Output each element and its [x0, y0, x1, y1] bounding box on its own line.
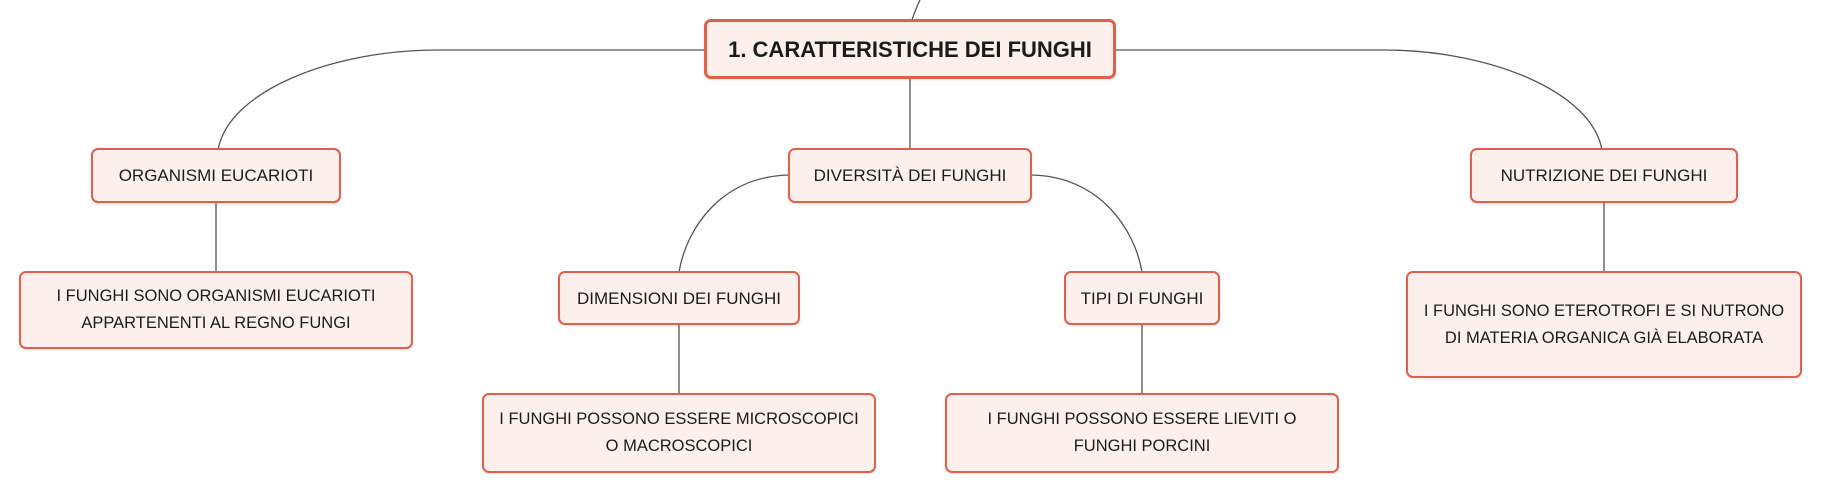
topic-dimensioni-funghi[interactable]: DIMENSIONI DEI FUNGHI: [558, 271, 800, 325]
topic-organismi-eucarioti[interactable]: ORGANISMI EUCARIOTI: [91, 148, 341, 203]
detail-tipi-funghi[interactable]: I FUNGHI POSSONO ESSERE LIEVITI O FUNGHI…: [945, 393, 1339, 473]
connector-diversita-tipi: [1030, 174, 1143, 273]
topic-tipi-funghi-label: TIPI DI FUNGHI: [1080, 288, 1204, 308]
connector-root-incoming: [911, 0, 921, 21]
topic-diversita-funghi[interactable]: DIVERSITÀ DEI FUNGHI: [788, 148, 1032, 203]
root-topic-label: 1. CARATTERISTICHE DEI FUNGHI: [728, 36, 1092, 62]
detail-nutrizione-funghi-text: I FUNGHI SONO ETEROTROFI E SI NUTRONO DI…: [1423, 301, 1785, 347]
root-topic[interactable]: 1. CARATTERISTICHE DEI FUNGHI: [704, 19, 1116, 79]
detail-organismi-eucarioti[interactable]: I FUNGHI SONO ORGANISMI EUCARIOTI APPART…: [19, 271, 413, 349]
topic-diversita-funghi-label: DIVERSITÀ DEI FUNGHI: [813, 166, 1007, 185]
detail-organismi-eucarioti-text: I FUNGHI SONO ORGANISMI EUCARIOTI APPART…: [56, 287, 376, 332]
connector-root-nutrizione: [1116, 49, 1603, 151]
topic-nutrizione-funghi-label: NUTRIZIONE DEI FUNGHI: [1500, 166, 1708, 185]
connector-diversita-dimensioni: [678, 174, 791, 273]
detail-dimensioni-funghi-text: I FUNGHI POSSONO ESSERE MICROSCOPICI O M…: [499, 410, 859, 455]
topic-tipi-funghi[interactable]: TIPI DI FUNGHI: [1064, 271, 1220, 325]
detail-tipi-funghi-text: I FUNGHI POSSONO ESSERE LIEVITI O FUNGHI…: [987, 410, 1297, 455]
topic-dimensioni-funghi-label: DIMENSIONI DEI FUNGHI: [576, 288, 781, 308]
topic-organismi-eucarioti-label: ORGANISMI EUCARIOTI: [118, 166, 314, 185]
detail-nutrizione-funghi[interactable]: I FUNGHI SONO ETEROTROFI E SI NUTRONO DI…: [1406, 271, 1802, 378]
topic-nutrizione-funghi[interactable]: NUTRIZIONE DEI FUNGHI: [1470, 148, 1738, 203]
detail-dimensioni-funghi[interactable]: I FUNGHI POSSONO ESSERE MICROSCOPICI O M…: [482, 393, 876, 473]
connector-root-organismi: [217, 49, 706, 151]
